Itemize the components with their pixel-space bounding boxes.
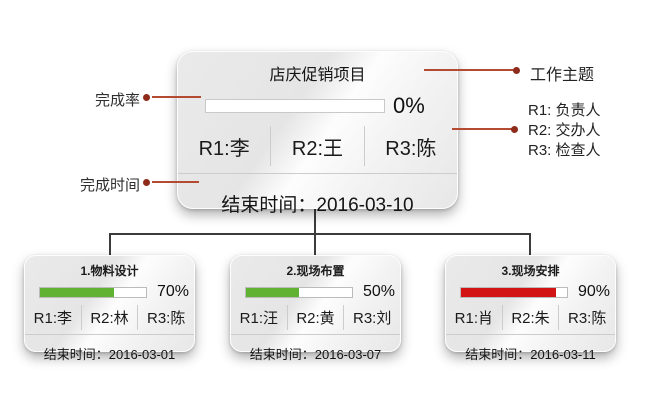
completion-rate-label: 完成率 [94, 92, 140, 109]
sub-card-3-role-r2: R2:朱 [501, 305, 560, 330]
main-progress-label: 0% [393, 93, 425, 118]
sub-card-3-divider [446, 334, 615, 335]
main-card-title: 店庆促销项目 [269, 67, 366, 84]
sub-card-1-role-r1: R1:李 [33, 310, 72, 327]
sub-card-3-end-time: 结束时间：2016-03-11 [465, 347, 596, 362]
sub-card-3-progress-bar [460, 286, 568, 298]
connector-drop-right [529, 234, 531, 257]
main-roles-row: R1:李 R2:王 R3:陈 [178, 126, 457, 166]
sub-card-1-progress-bar [39, 286, 147, 298]
connector-stem [314, 207, 316, 234]
main-task-card: 店庆促销项目 0% R1:李 R2:王 R3:陈 结束时间：2016-03-10 [177, 51, 458, 216]
main-end-time: 结束时间：2016-03-10 [221, 195, 414, 216]
work-topic-dot [513, 67, 520, 74]
sub-card-2-progress-row: 50% [245, 283, 400, 301]
sub-card-3-progress-row: 90% [460, 283, 615, 301]
sub-card-3-progress-label: 90% [578, 283, 611, 300]
sub-card-3-role-r1: R1:肖 [454, 310, 493, 327]
role-legend-line [452, 128, 512, 130]
sub-card-2-roles-row: R1:汪 R2:黄 R3:刘 [231, 305, 400, 330]
main-role-r3: R3:陈 [385, 137, 437, 160]
sub-card-3-progress-fill [461, 287, 557, 297]
main-progress-row: 0% [205, 93, 457, 119]
role-legend-dot [511, 126, 518, 133]
connector-horizontal [109, 233, 531, 235]
role-legend-r2: R2: 交办人 [528, 122, 601, 139]
main-role-r2: R2:王 [270, 126, 365, 166]
sub-card-1-progress-fill [40, 287, 115, 297]
work-topic-label: 工作主题 [530, 67, 595, 84]
sub-card-2-progress-label: 50% [363, 283, 396, 300]
sub-card-1-roles-row: R1:李 R2:林 R3:陈 [25, 305, 194, 330]
main-role-r1: R1:李 [198, 137, 250, 160]
sub-card-2-role-r1: R1:汪 [239, 310, 278, 327]
sub-card-1-role-r2: R2:林 [80, 305, 139, 330]
sub-card-1-divider [25, 334, 194, 335]
connector-drop-middle [314, 234, 316, 257]
sub-card-2-end-time: 结束时间：2016-03-07 [249, 347, 382, 362]
completion-time-label: 完成时间 [79, 177, 140, 194]
completion-rate-dot [143, 94, 150, 101]
role-legend-r3: R3: 检查人 [528, 142, 601, 159]
role-legend-r1: R1: 负责人 [528, 102, 601, 119]
work-topic-line [424, 69, 515, 71]
completion-time-line [152, 181, 199, 183]
sub-task-card-1: 1.物料设计 70% R1:李 R2:林 R3:陈 结束时间：2016-03-0… [24, 255, 195, 362]
sub-card-1-end-time: 结束时间：2016-03-01 [43, 347, 176, 362]
sub-card-3-role-r3: R3:陈 [568, 310, 607, 327]
sub-card-1-role-r3: R3:陈 [147, 310, 186, 327]
sub-card-2-role-r3: R3:刘 [353, 310, 392, 327]
sub-card-3-title: 3.现场安排 [501, 264, 560, 278]
completion-time-dot [143, 179, 150, 186]
sub-card-2-divider [231, 334, 400, 335]
sub-task-card-2: 2.现场布置 50% R1:汪 R2:黄 R3:刘 结束时间：2016-03-0… [230, 255, 401, 362]
sub-card-2-progress-bar [245, 286, 353, 298]
main-progress-bar [205, 99, 385, 113]
sub-card-1-progress-label: 70% [157, 283, 190, 300]
sub-card-1-title: 1.物料设计 [80, 264, 139, 278]
sub-card-1-progress-row: 70% [39, 283, 194, 301]
sub-task-card-3: 3.现场安排 90% R1:肖 R2:朱 R3:陈 结束时间：2016-03-1… [445, 255, 616, 362]
connector-drop-left [109, 234, 111, 257]
sub-card-3-roles-row: R1:肖 R2:朱 R3:陈 [446, 305, 615, 330]
sub-card-2-role-r2: R2:黄 [286, 305, 345, 330]
sub-card-2-title: 2.现场布置 [286, 264, 345, 278]
completion-rate-line [152, 96, 201, 98]
role-legend: R1: 负责人 R2: 交办人 R3: 检查人 [528, 101, 601, 161]
sub-card-2-progress-fill [246, 287, 299, 297]
main-card-divider [178, 173, 457, 174]
